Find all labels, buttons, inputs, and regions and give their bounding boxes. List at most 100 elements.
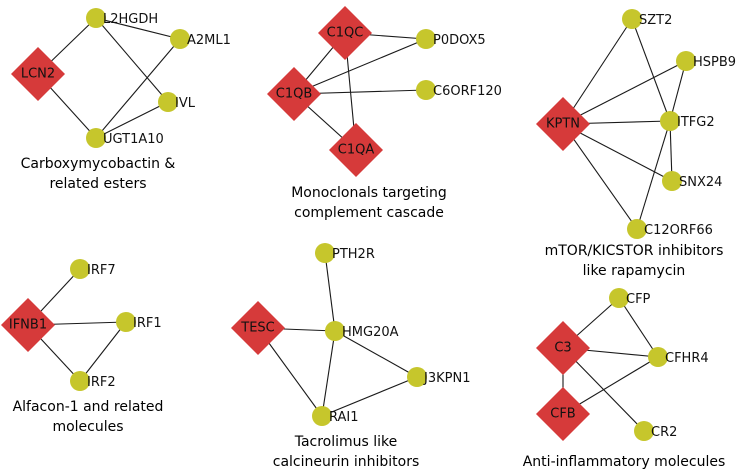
caption-line: Alfacon-1 and related — [13, 399, 164, 415]
node-lcn2[interactable]: LCN2 — [11, 47, 65, 101]
edge-kptn-hspb9 — [562, 60, 687, 125]
node-l2hgdh[interactable]: L2HGDH — [86, 8, 158, 28]
edge-itfg2-c12orf66 — [636, 120, 671, 230]
node-ifnb1[interactable]: IFNB1 — [1, 298, 55, 352]
node-szt2[interactable]: SZT2 — [622, 9, 672, 29]
node-irf1[interactable]: IRF1 — [116, 312, 162, 332]
edge-kptn-szt2 — [562, 18, 633, 125]
node-hspb9[interactable]: HSPB9 — [676, 51, 736, 71]
node-rai1[interactable]: RAI1 — [312, 406, 359, 426]
caption-line: Tacrolimus like — [294, 434, 398, 450]
node-label: C1QB — [276, 87, 313, 102]
caption-line: calcineurin inhibitors — [273, 454, 420, 470]
target-diamond — [267, 67, 321, 121]
node-c3[interactable]: C3 — [536, 321, 590, 375]
edge-itfg2-snx24 — [669, 120, 673, 182]
gene-circle — [676, 51, 696, 71]
node-label: SNX24 — [679, 175, 722, 190]
node-cr2[interactable]: CR2 — [634, 421, 677, 441]
module-caption-alfacon: Alfacon-1 and related molecules — [13, 399, 164, 435]
edge-hspb9-itfg2 — [669, 60, 687, 122]
node-c1qa[interactable]: C1QA — [329, 123, 383, 177]
module-caption-antiinflammatory: Anti-inflammatory molecules — [523, 454, 726, 470]
node-cfp[interactable]: CFP — [609, 288, 651, 308]
edge-szt2-itfg2 — [631, 18, 671, 122]
gene-circle — [315, 243, 335, 263]
node-label: KPTN — [546, 117, 580, 132]
node-label: CFHR4 — [665, 351, 709, 366]
node-ivl[interactable]: IVL — [158, 92, 196, 112]
module-caption-carboxymycobactin: Carboxymycobactin &related esters — [21, 156, 176, 192]
edge-l2hgdh-a2ml1 — [95, 17, 181, 40]
node-label: CFP — [626, 292, 651, 307]
node-label: IRF7 — [87, 263, 116, 278]
node-c12orf66[interactable]: C12ORF66 — [627, 219, 713, 239]
gene-circle — [648, 347, 668, 367]
node-irf7[interactable]: IRF7 — [70, 259, 116, 279]
node-label: C6ORF120 — [433, 84, 502, 99]
node-tesc[interactable]: TESC — [231, 301, 285, 355]
node-kptn[interactable]: KPTN — [536, 97, 590, 151]
node-cfhr4[interactable]: CFHR4 — [648, 347, 709, 367]
gene-circle — [70, 371, 90, 391]
edge-ivl-ugt1a10 — [95, 101, 169, 139]
node-label: C12ORF66 — [644, 223, 713, 238]
gene-circle — [86, 128, 106, 148]
node-cfb[interactable]: CFB — [536, 387, 590, 441]
node-label: HSPB9 — [693, 55, 736, 70]
gene-circle — [158, 92, 178, 112]
node-label: C1QA — [338, 143, 375, 158]
node-label: LCN2 — [21, 67, 55, 82]
node-c1qb[interactable]: C1QB — [267, 67, 321, 121]
target-diamond — [329, 123, 383, 177]
node-label: SZT2 — [639, 13, 672, 28]
edge-a2ml1-ugt1a10 — [95, 38, 181, 139]
gene-circle — [416, 80, 436, 100]
edge-kptn-c12orf66 — [562, 123, 638, 230]
caption-line: molecules — [52, 419, 123, 435]
node-label: J3KPN1 — [423, 371, 470, 386]
gene-circle — [609, 288, 629, 308]
edge-kptn-snx24 — [562, 123, 673, 182]
node-ugt1a10[interactable]: UGT1A10 — [86, 128, 164, 148]
node-label: A2ML1 — [187, 33, 231, 48]
caption-line: Anti-inflammatory molecules — [523, 454, 726, 470]
gene-circle — [627, 219, 647, 239]
node-snx24[interactable]: SNX24 — [662, 171, 722, 191]
node-p0dox5[interactable]: P0DOX5 — [416, 29, 486, 49]
node-j3kpn1[interactable]: J3KPN1 — [407, 367, 470, 387]
node-label: PTH2R — [332, 247, 375, 262]
caption-line: complement cascade — [294, 205, 444, 221]
node-a2ml1[interactable]: A2ML1 — [170, 29, 231, 49]
edge-c1qb-p0dox5 — [293, 38, 427, 95]
gene-circle — [312, 406, 332, 426]
gene-circle — [86, 8, 106, 28]
node-hmg20a[interactable]: HMG20A — [325, 321, 399, 341]
gene-circle — [325, 321, 345, 341]
edge-cfp-cfhr4 — [618, 297, 659, 358]
gene-circle — [622, 9, 642, 29]
gene-circle — [416, 29, 436, 49]
edge-hmg20a-rai1 — [321, 330, 336, 417]
node-label: C3 — [554, 341, 571, 356]
node-label: TESC — [240, 321, 274, 336]
caption-layer: Carboxymycobactin &related estersMonoclo… — [13, 156, 726, 470]
node-irf2[interactable]: IRF2 — [70, 371, 116, 391]
node-label: IRF2 — [87, 375, 116, 390]
node-label: P0DOX5 — [433, 33, 486, 48]
node-itfg2[interactable]: ITFG2 — [660, 111, 715, 131]
module-caption-tacrolimus: Tacrolimus like calcineurin inhibitors — [273, 434, 420, 470]
node-label: ITFG2 — [677, 115, 715, 130]
target-diamond — [536, 387, 590, 441]
target-diamond — [231, 301, 285, 355]
node-c6orf120[interactable]: C6ORF120 — [416, 80, 502, 100]
caption-line: like rapamycin — [583, 263, 686, 279]
node-label: HMG20A — [342, 325, 399, 340]
node-label: IRF1 — [133, 316, 162, 331]
target-diamond — [11, 47, 65, 101]
target-diamond — [536, 321, 590, 375]
target-diamond — [318, 6, 372, 60]
node-c1qc[interactable]: C1QC — [318, 6, 372, 60]
node-pth2r[interactable]: PTH2R — [315, 243, 375, 263]
